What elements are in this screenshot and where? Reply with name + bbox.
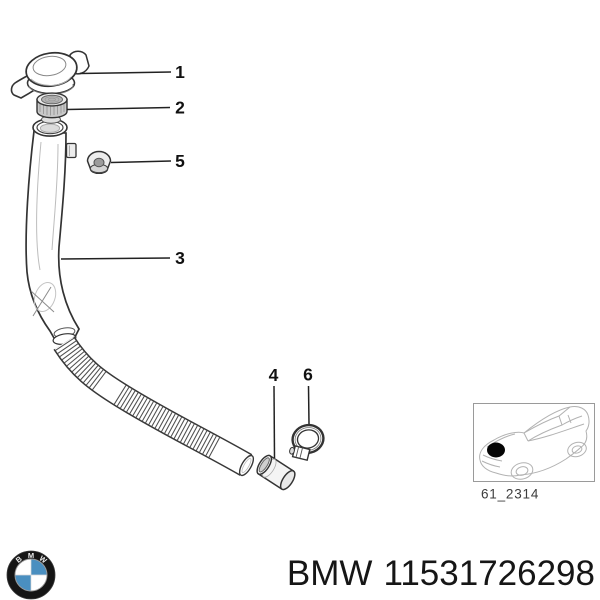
logo-letter-m: M [28, 551, 34, 560]
callout-label-5: 5 [175, 151, 185, 171]
callout-label-6: 6 [303, 365, 313, 385]
callout-line-3 [60, 257, 171, 260]
filler-strainer-part [36, 92, 68, 124]
logo-quadrant-blue-bl [15, 575, 31, 591]
grommet-part [86, 150, 112, 175]
part-number-label: BMW 11531726298 [287, 554, 595, 593]
callout-line-2 [66, 106, 171, 111]
callout-line-1 [79, 71, 172, 75]
callout-label-3: 3 [175, 248, 185, 268]
car-location-thumbnail: 61_2314 [473, 403, 595, 502]
callout-line-6 [307, 385, 310, 425]
callout-label-2: 2 [175, 98, 185, 118]
part-number: 11531726298 [383, 554, 595, 593]
callout-line-4 [273, 385, 276, 459]
thumbnail-caption: 61_2314 [481, 487, 539, 502]
location-dot [487, 442, 505, 458]
callout-label-1: 1 [175, 62, 185, 82]
filler-pipe-part [25, 118, 80, 345]
bmw-logo-icon: B M W [6, 550, 56, 600]
brand-name: BMW [287, 554, 373, 593]
callout-lines [60, 71, 310, 459]
hose-clamp-part [289, 423, 325, 462]
washer-reservoir-cap-part [10, 50, 90, 99]
callout-line-5 [110, 160, 172, 164]
corrugated-hose [53, 336, 255, 477]
hose-corrugation [55, 337, 221, 458]
callout-label-4: 4 [269, 365, 279, 385]
hose-sleeve-part [256, 454, 296, 491]
hose-end-opening [238, 454, 255, 477]
logo-quadrant-blue-tr [31, 559, 47, 575]
logo-letter-w: W [38, 554, 50, 566]
logo-letter-b: B [14, 554, 24, 565]
pipe-side-tab [65, 142, 77, 159]
